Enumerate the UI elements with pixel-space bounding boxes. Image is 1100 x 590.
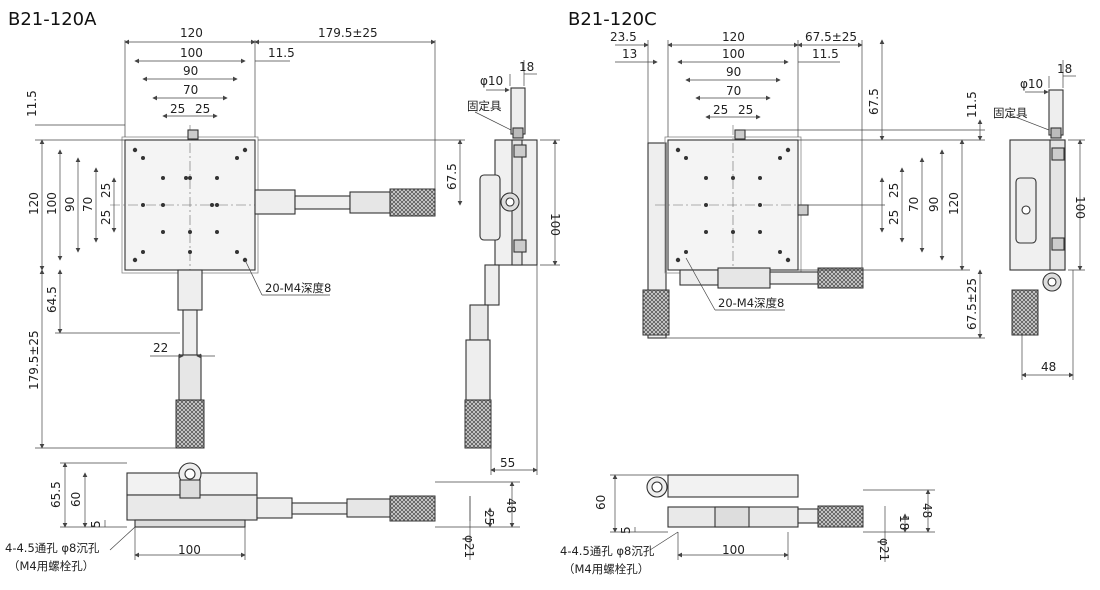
model-a-top-dimensions: 120 100 90 70 25 25 179.5±25 11.5	[124, 26, 436, 189]
model-c-front-dim-phi21: φ21	[877, 538, 891, 561]
model-c-dim-offset-11-5: 11.5	[812, 47, 839, 61]
model-c-right-dimensions: 67.5 11.5 25 25 70 90 120 67.5±25	[665, 39, 985, 339]
model-c-side-dim-100: 100	[1073, 196, 1087, 219]
model-c-hole-note: 20-M4深度8	[718, 296, 784, 310]
model-a-side-knurl	[464, 399, 492, 449]
model-c-top-view	[642, 125, 864, 339]
model-c-dim-pitch-25-right: 25	[738, 103, 753, 117]
model-c-mount-note-1: 4-4.5通孔 φ8沉孔	[560, 544, 655, 558]
model-a-front-view: 65.5 60 5 100 48 25 φ21 4-4.5通孔 φ8沉孔 （M4…	[5, 462, 520, 573]
model-c-drawing: B21-120C	[560, 9, 1087, 576]
model-a-side-dim-55: 55	[500, 456, 515, 470]
model-a-title: B21-120A	[8, 9, 97, 30]
model-a-dim-right-67-5: 67.5	[445, 163, 459, 190]
model-a-dim-height-100: 100	[45, 192, 59, 215]
model-c-dim-height-90: 90	[927, 197, 941, 212]
model-c-side-dim-phi10: φ10	[1020, 77, 1043, 91]
model-c-front-dim-60: 60	[594, 495, 608, 510]
model-c-dim-pitch-25-upper: 25	[887, 183, 901, 198]
model-a-side-dim-100: 100	[548, 213, 562, 236]
model-a-dim-width-120: 120	[180, 26, 203, 40]
model-c-dim-y-stroke: 67.5±25	[965, 278, 979, 330]
model-c-side-dim-48: 48	[1041, 360, 1056, 374]
model-c-front-knurl	[817, 505, 864, 528]
model-a-dim-pitch-25-upper: 25	[99, 183, 113, 198]
model-a-front-dim-65-5: 65.5	[49, 481, 63, 508]
model-a-dim-width-90: 90	[183, 64, 198, 78]
model-c-y-micrometer-knurl	[642, 289, 670, 336]
model-c-dim-pitch-25-lower: 25	[887, 210, 901, 225]
model-a-side-view: φ10 18 100 55 固定具	[464, 60, 562, 475]
model-a-hole-note: 20-M4深度8	[265, 281, 331, 295]
model-c-dim-right-11-5: 11.5	[965, 91, 979, 118]
model-c-side-view: φ10 18 100 48 固定具	[993, 60, 1087, 380]
model-c-side-knurl	[1011, 289, 1039, 336]
model-a-side-label: 固定具	[467, 99, 502, 113]
model-c-side-label: 固定具	[993, 106, 1028, 120]
model-a-dim-width-70: 70	[183, 83, 198, 97]
model-c-front-dim-100: 100	[722, 543, 745, 557]
model-a-dim-knob-22: 22	[153, 341, 168, 355]
model-c-dim-23-5: 23.5	[610, 30, 637, 44]
model-a-dim-pitch-25-right: 25	[195, 102, 210, 116]
model-a-dim-pitch-25-left: 25	[170, 102, 185, 116]
model-a-left-dimensions: 11.5 120 100 90 70 25 25 64.5 179.5±25 2…	[25, 90, 215, 449]
model-c-dim-height-70: 70	[907, 197, 921, 212]
model-c-tapped-holes	[675, 147, 791, 263]
model-a-y-micrometer-knurl	[175, 399, 205, 449]
model-a-dim-y-stroke: 179.5±25	[27, 330, 41, 390]
model-c-side-dim-18: 18	[1057, 62, 1072, 76]
model-a-dim-64-5: 64.5	[45, 286, 59, 313]
model-a-front-dim-60: 60	[69, 492, 83, 507]
model-a-side-dim-phi10: φ10	[480, 74, 503, 88]
model-c-top-dimensions: 23.5 13 120 100 90 70 25 25 67.5±25 11.5	[610, 30, 863, 268]
model-c-front-dim-5: 5	[619, 526, 633, 534]
model-c-dim-height-120: 120	[947, 192, 961, 215]
model-c-dim-right-67-5: 67.5	[867, 88, 881, 115]
model-a-x-micrometer-knurl	[389, 188, 436, 217]
model-a-dim-height-90: 90	[63, 197, 77, 212]
model-c-mount-note-2: （M4用螺栓孔）	[563, 562, 649, 576]
model-c-dim-width-120: 120	[722, 30, 745, 44]
model-c-dim-width-90: 90	[726, 65, 741, 79]
model-a-tapped-holes	[132, 147, 248, 263]
model-a-dim-width-100: 100	[180, 46, 203, 60]
model-a-mount-note-2: （M4用螺栓孔）	[8, 559, 94, 573]
model-a-dim-height-120: 120	[27, 192, 41, 215]
model-a-dim-pitch-25-lower: 25	[99, 210, 113, 225]
model-a-front-dim-48: 48	[504, 498, 518, 513]
model-c-x-micrometer-knurl	[817, 267, 864, 289]
model-a-dim-vert-11-5: 11.5	[25, 90, 39, 117]
model-c-dim-width-70: 70	[726, 84, 741, 98]
model-a-front-dim-phi21: φ21	[462, 535, 476, 558]
model-c-front-view: 60 5 100 48 18 φ21 4-4.5通孔 φ8沉孔 （M4用螺栓孔）	[560, 474, 935, 576]
model-a-front-dim-5: 5	[89, 520, 103, 528]
model-a-front-knurl	[389, 495, 436, 522]
model-c-title: B21-120C	[568, 9, 657, 30]
model-a-front-dim-100: 100	[178, 543, 201, 557]
model-a-dim-offset-11-5: 11.5	[268, 46, 295, 60]
model-c-front-dim-48: 48	[920, 503, 934, 518]
model-a-drawing: B21-120A	[5, 9, 562, 573]
model-c-dim-13: 13	[622, 47, 637, 61]
model-c-dim-pitch-25-left: 25	[713, 103, 728, 117]
model-a-dim-height-70: 70	[81, 197, 95, 212]
model-c-front-dim-18: 18	[897, 515, 911, 530]
model-c-dim-width-100: 100	[722, 47, 745, 61]
model-a-dim-x-stroke: 179.5±25	[318, 26, 378, 40]
model-c-dim-x-stroke: 67.5±25	[805, 30, 857, 44]
model-a-mount-note-1: 4-4.5通孔 φ8沉孔	[5, 541, 100, 555]
model-a-side-dim-18: 18	[519, 60, 534, 74]
model-a-top-view	[110, 125, 436, 449]
model-a-front-dim-25: 25	[482, 510, 496, 525]
